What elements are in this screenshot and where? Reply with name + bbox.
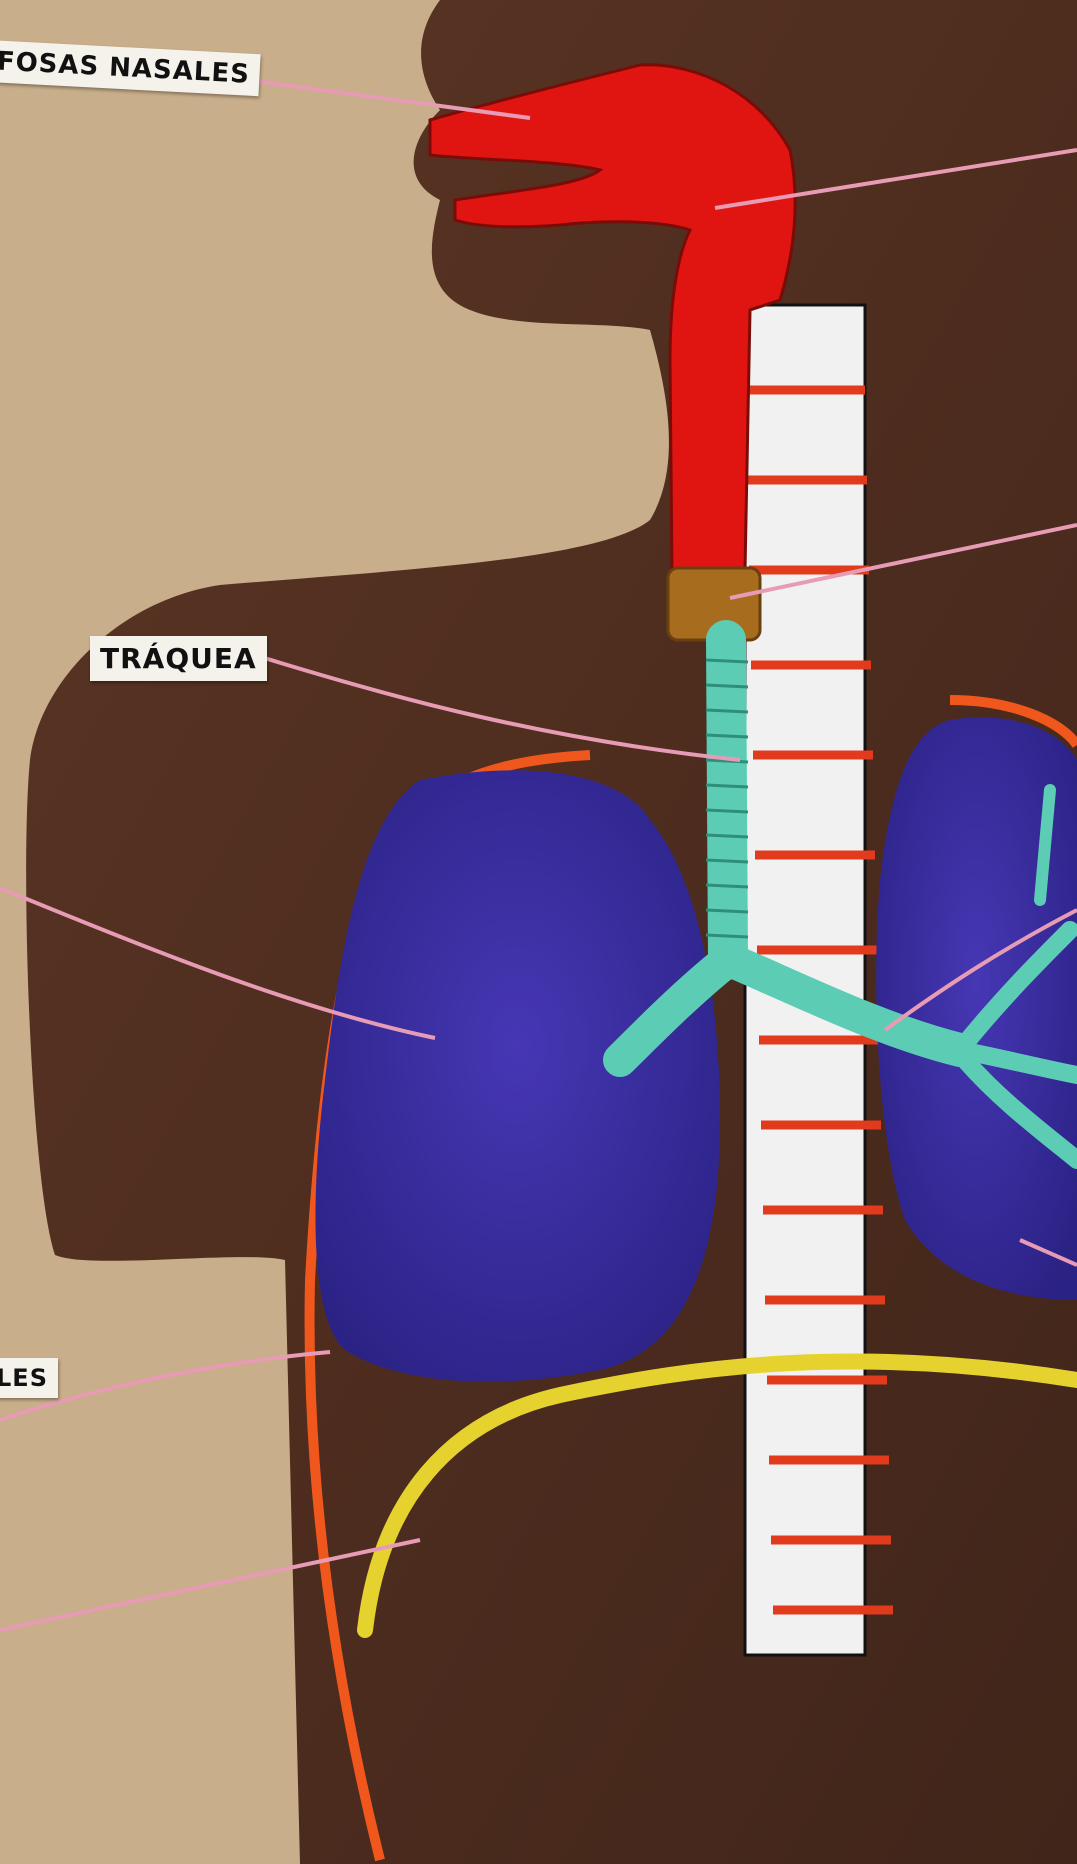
label-partial-cutoff: LES bbox=[0, 1358, 58, 1398]
left-lung bbox=[315, 770, 720, 1381]
label-traquea: TRÁQUEA bbox=[90, 636, 267, 681]
